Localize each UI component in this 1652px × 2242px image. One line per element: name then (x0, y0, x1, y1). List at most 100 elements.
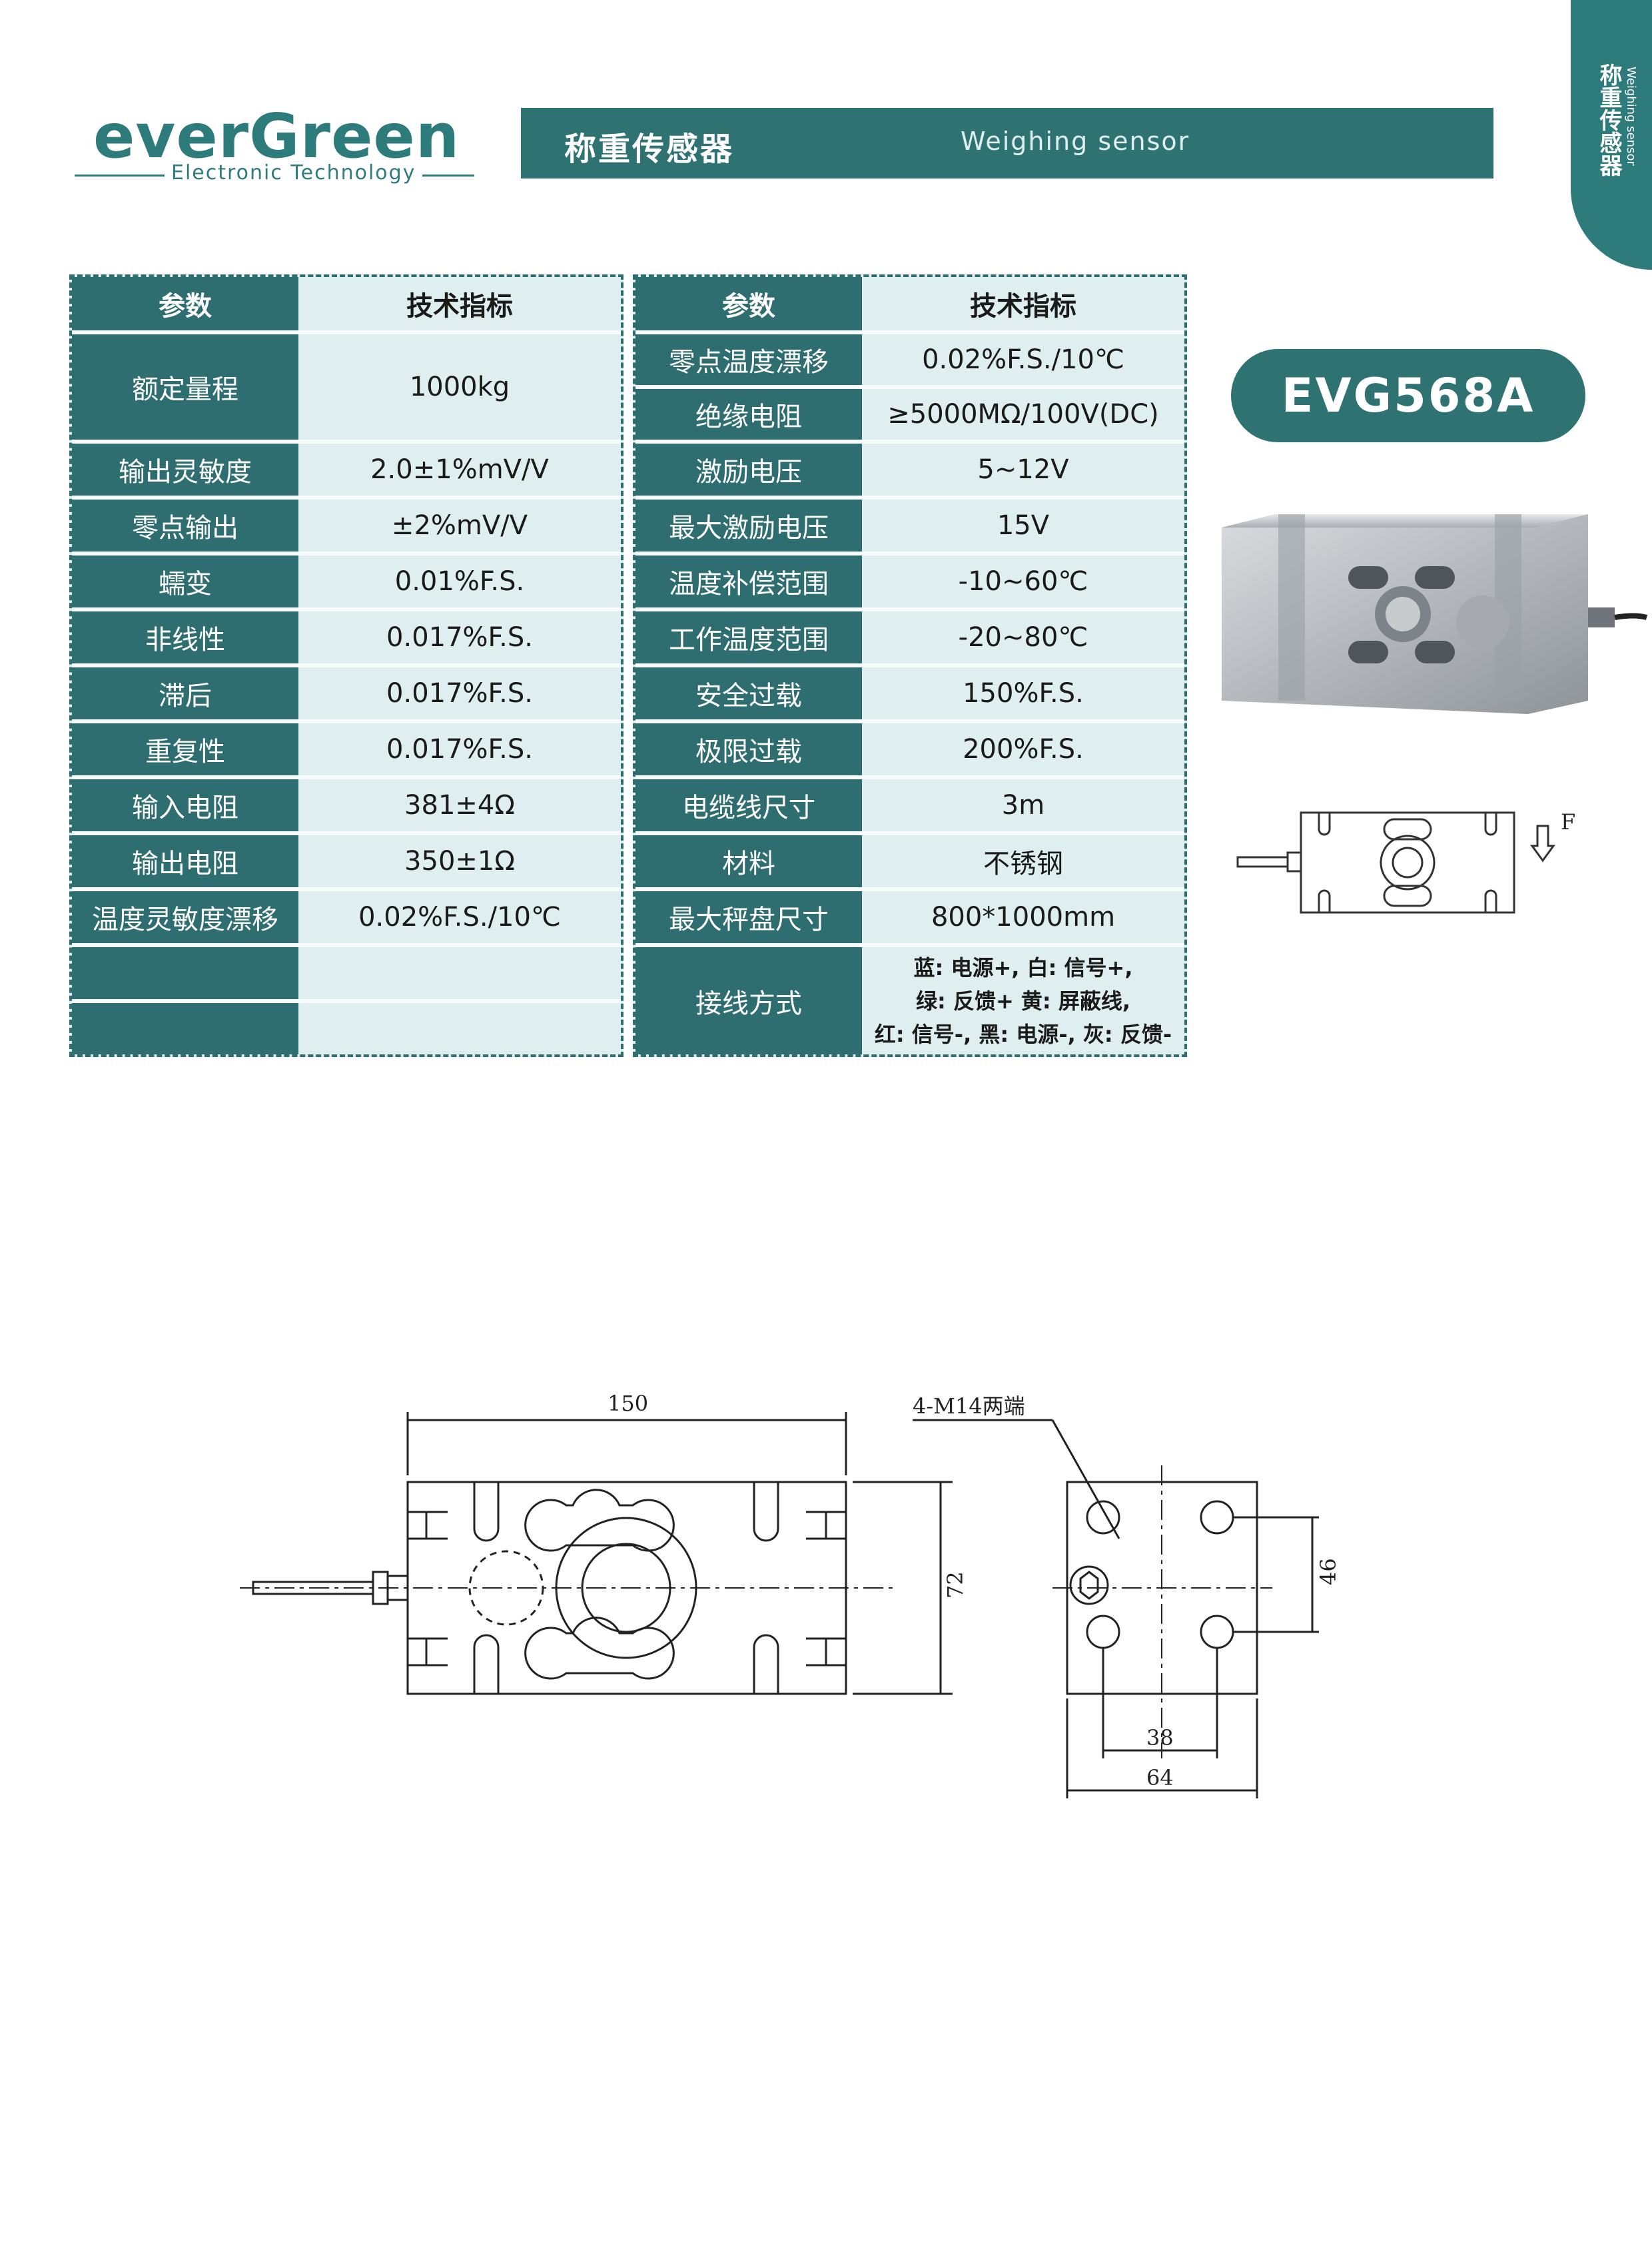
param-label: 额定量程 (72, 334, 298, 440)
header-param: 参数 (72, 277, 298, 330)
dim-height: 72 (943, 1571, 968, 1599)
param-value: -10~60℃ (862, 556, 1184, 607)
wiring-line: 绿: 反馈+ 黄: 屏蔽线, (916, 988, 1130, 1014)
param-label: 非线性 (72, 611, 298, 663)
header-spec: 技术指标 (298, 277, 621, 330)
table-row: 温度补偿范围 -10~60℃ (635, 556, 1184, 611)
param-label: 蠕变 (72, 556, 298, 607)
header-param: 参数 (635, 277, 862, 330)
param-label: 电缆线尺寸 (635, 779, 862, 831)
force-arrow-icon (1530, 825, 1555, 863)
table-row-empty (72, 1003, 621, 1054)
table-row: 输出电阻 350±1Ω (72, 835, 621, 891)
param-value: 0.017%F.S. (298, 667, 621, 719)
table-row: 绝缘电阻 ≥5000MΩ/100V(DC) (635, 389, 1184, 444)
param-value: 350±1Ω (298, 835, 621, 887)
empty-value (298, 1003, 621, 1054)
param-value: 1000kg (298, 334, 621, 440)
param-label: 材料 (635, 835, 862, 887)
header-spec: 技术指标 (862, 277, 1184, 330)
param-label: 输出电阻 (72, 835, 298, 887)
param-value: 150%F.S. (862, 667, 1184, 719)
table-row: 输出灵敏度 2.0±1%mV/V (72, 444, 621, 500)
table-row: 电缆线尺寸 3m (635, 779, 1184, 835)
technical-drawing: 150 72 4-M14两端 46 38 64 (240, 1391, 1341, 1798)
title-chinese: 称重传感器 (564, 131, 735, 168)
table-row: 零点温度漂移 0.02%F.S./10℃ (635, 334, 1184, 389)
table-header-row: 参数 技术指标 (635, 277, 1184, 334)
thread-note: 4-M14两端 (913, 1393, 1025, 1419)
param-label: 重复性 (72, 723, 298, 775)
param-label: 零点输出 (72, 500, 298, 552)
table-row: 安全过载 150%F.S. (635, 667, 1184, 723)
param-label: 输出灵敏度 (72, 444, 298, 496)
dim-hole-horizontal: 38 (1146, 1725, 1174, 1750)
spec-table-left: 参数 技术指标 额定量程 1000kg 输出灵敏度 2.0±1%mV/V 零点输… (69, 274, 623, 1057)
param-value: 0.02%F.S./10℃ (298, 891, 621, 943)
title-bar: 称重传感器 Weighing sensor (521, 108, 1493, 179)
table-header-row: 参数 技术指标 (72, 277, 621, 334)
param-value: 800*1000mm (862, 891, 1184, 943)
model-badge: EVG568A (1231, 349, 1585, 442)
param-label: 绝缘电阻 (635, 389, 862, 440)
table-row: 激励电压 5~12V (635, 444, 1184, 500)
param-value: 2.0±1%mV/V (298, 444, 621, 496)
param-value: ±2%mV/V (298, 500, 621, 552)
param-value: 0.017%F.S. (298, 611, 621, 663)
brand-logo: everGreen Electronic Technology (75, 100, 488, 187)
force-label: F (1561, 809, 1575, 835)
param-value: 0.01%F.S. (298, 556, 621, 607)
param-label: 工作温度范围 (635, 611, 862, 663)
param-value: 3m (862, 779, 1184, 831)
brand-subtitle: Electronic Technology (165, 161, 423, 185)
empty-value (298, 947, 621, 999)
param-value: 381±4Ω (298, 779, 621, 831)
title-english: Weighing sensor (961, 127, 1190, 156)
side-tab-chinese: 称重传感器 (1595, 63, 1622, 177)
table-row-wiring: 接线方式 蓝: 电源+, 白: 信号+, 绿: 反馈+ 黄: 屏蔽线, 红: 信… (635, 947, 1184, 1054)
param-value: ≥5000MΩ/100V(DC) (862, 389, 1184, 440)
table-row: 极限过载 200%F.S. (635, 723, 1184, 779)
param-value: 不锈钢 (862, 835, 1184, 887)
table-row: 最大秤盘尺寸 800*1000mm (635, 891, 1184, 947)
table-row: 蠕变 0.01%F.S. (72, 556, 621, 611)
param-label: 温度补偿范围 (635, 556, 862, 607)
table-row: 输入电阻 381±4Ω (72, 779, 621, 835)
product-photo (1222, 514, 1648, 714)
wiring-line: 蓝: 电源+, 白: 信号+, (913, 954, 1133, 980)
wiring-line: 红: 信号-, 黑: 电源-, 灰: 反馈- (874, 1021, 1172, 1047)
wiring-label: 接线方式 (635, 947, 862, 1054)
brand-name: everGreen (93, 101, 460, 172)
param-value: 0.02%F.S./10℃ (862, 334, 1184, 385)
table-row: 材料 不锈钢 (635, 835, 1184, 891)
param-label: 温度灵敏度漂移 (72, 891, 298, 943)
side-tab: 称重传感器 Weighing sensor (1571, 0, 1652, 270)
wiring-value: 蓝: 电源+, 白: 信号+, 绿: 反馈+ 黄: 屏蔽线, 红: 信号-, 黑… (862, 947, 1184, 1054)
param-label: 极限过载 (635, 723, 862, 775)
param-value: 5~12V (862, 444, 1184, 496)
param-label: 零点温度漂移 (635, 334, 862, 385)
param-label: 安全过载 (635, 667, 862, 719)
empty-label (72, 1003, 298, 1054)
table-row: 工作温度范围 -20~80℃ (635, 611, 1184, 667)
table-row: 最大激励电压 15V (635, 500, 1184, 556)
param-value: -20~80℃ (862, 611, 1184, 663)
table-row: 重复性 0.017%F.S. (72, 723, 621, 779)
spec-table-right: 参数 技术指标 零点温度漂移 0.02%F.S./10℃ 绝缘电阻 ≥5000M… (633, 274, 1187, 1057)
table-row: 温度灵敏度漂移 0.02%F.S./10℃ (72, 891, 621, 947)
table-row-empty (72, 947, 621, 1003)
param-label: 输入电阻 (72, 779, 298, 831)
table-row: 滞后 0.017%F.S. (72, 667, 621, 723)
sensor-schematic: F (1236, 809, 1575, 914)
dim-hole-vertical: 46 (1316, 1558, 1341, 1585)
param-label: 最大激励电压 (635, 500, 862, 552)
param-label: 最大秤盘尺寸 (635, 891, 862, 943)
param-value: 200%F.S. (862, 723, 1184, 775)
table-row: 非线性 0.017%F.S. (72, 611, 621, 667)
param-value: 0.017%F.S. (298, 723, 621, 775)
dim-width: 64 (1146, 1765, 1174, 1790)
param-label: 滞后 (72, 667, 298, 719)
empty-label (72, 947, 298, 999)
side-tab-english: Weighing sensor (1624, 67, 1638, 166)
table-row: 额定量程 1000kg (72, 334, 621, 444)
